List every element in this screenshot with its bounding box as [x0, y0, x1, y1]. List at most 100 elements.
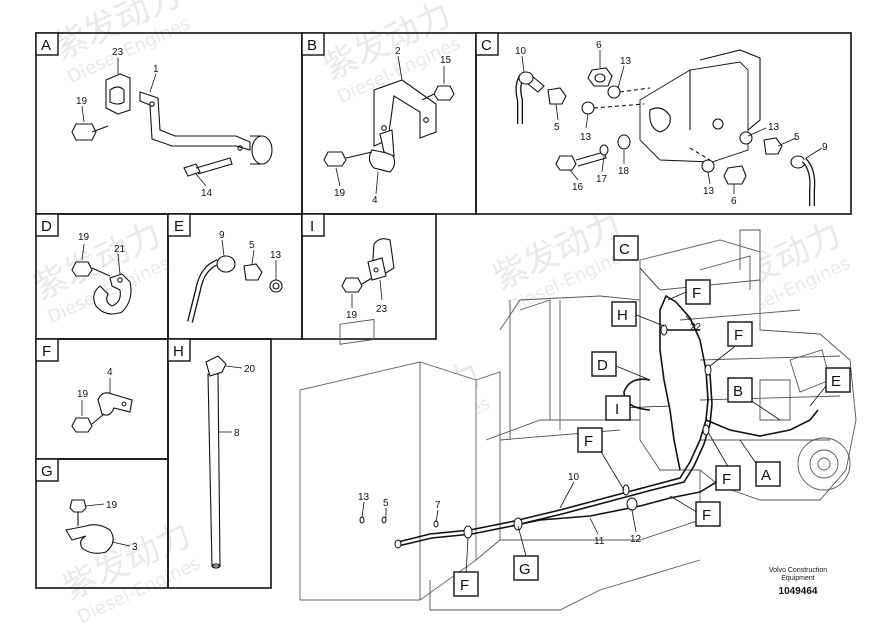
- svg-text:F: F: [692, 285, 701, 302]
- callout-2: 2: [395, 46, 401, 57]
- callout-5: 5: [554, 122, 560, 133]
- overview-tag-d: D: [591, 351, 617, 377]
- engine-block: [639, 61, 749, 163]
- callout-13: 13: [620, 56, 632, 67]
- callout-8: 8: [234, 428, 240, 439]
- hydraulic-tank: [299, 361, 477, 601]
- callout-6: 6: [731, 196, 737, 207]
- panel-d-leaders: [81, 243, 121, 275]
- panel-g-drawing: [65, 499, 114, 554]
- panel-i-letter: I: [310, 218, 314, 235]
- callout-4: 4: [107, 367, 113, 378]
- panel-i-drawing: [341, 238, 395, 293]
- company-name-line1: Volvo Construction: [769, 567, 827, 574]
- overview-tag-f: F: [715, 465, 741, 491]
- svg-text:D: D: [597, 357, 608, 374]
- callout-11: 11: [594, 536, 605, 547]
- overview-callouts: 22 13 5 7 10 11 12: [358, 322, 702, 547]
- panel-i-callouts: 19 23: [346, 304, 388, 321]
- callout-17: 17: [596, 174, 608, 185]
- panel-g-leaders: [85, 503, 131, 547]
- panel-h-callouts: 20 8: [234, 364, 256, 439]
- panel-d-letter: D: [41, 218, 52, 235]
- callout-19: 19: [334, 188, 346, 199]
- fan-pulley: [797, 437, 851, 491]
- panel-h-leaders: [218, 365, 243, 433]
- bracket-part: [373, 79, 437, 147]
- callout-13: 13: [768, 122, 780, 133]
- panel-b-letter: B: [307, 37, 317, 54]
- panel-b-leaders: [335, 55, 445, 195]
- callout-12: 12: [630, 534, 642, 545]
- panel-g-frame: [35, 458, 169, 589]
- panel-a-leaders: [81, 58, 207, 187]
- svg-text:B: B: [733, 383, 743, 400]
- panel-f-letter: F: [42, 343, 51, 360]
- panel-d-callouts: 19 21: [78, 232, 126, 255]
- svg-text:A: A: [761, 467, 771, 484]
- callout-7: 7: [435, 500, 441, 511]
- panel-a-letter: A: [41, 37, 51, 54]
- harness-clamps: [359, 324, 712, 549]
- panel-g-callouts: 19 3: [106, 500, 138, 553]
- panel-c-callouts: 10 6 13 5 13 13 5 9 16 17 18 13 6: [515, 40, 828, 207]
- overview-tag-i: I: [605, 395, 631, 421]
- panel-h-letter: H: [173, 343, 184, 360]
- overview-tag-h: H: [611, 301, 637, 327]
- machine-overview: [299, 229, 857, 611]
- panel-h-drawing: [205, 355, 227, 569]
- callout-6: 6: [596, 40, 602, 51]
- bolt-hole: [237, 145, 243, 151]
- callout-13: 13: [270, 250, 282, 261]
- callout-13: 13: [703, 186, 715, 197]
- callout-16: 16: [572, 182, 584, 193]
- overview-tag-f: F: [695, 501, 721, 527]
- overview-tag-c: C: [613, 235, 639, 261]
- callout-22: 22: [690, 322, 702, 333]
- callout-5: 5: [383, 498, 389, 509]
- overview-tag-b: B: [727, 377, 753, 403]
- callout-19: 19: [77, 389, 89, 400]
- bolt-hole: [149, 101, 155, 107]
- panel-e-leaders: [221, 239, 277, 280]
- callout-13: 13: [358, 492, 370, 503]
- panel-e-callouts: 9 5 13: [219, 230, 282, 261]
- callout-19: 19: [106, 500, 118, 511]
- panel-d-drawing: [71, 261, 132, 315]
- company-name-line2: Equipment: [781, 575, 815, 582]
- footer: Volvo Construction Equipment 1049464: [769, 567, 827, 597]
- svg-text:C: C: [619, 241, 630, 258]
- panel-letter-tags: A B C D E I F H G: [35, 32, 499, 482]
- callout-10: 10: [568, 472, 580, 483]
- part-number: 1049464: [779, 586, 818, 597]
- overview-tag-f: F: [453, 571, 479, 597]
- overview-tag-f: F: [727, 321, 753, 347]
- panel-i-frame: [301, 213, 437, 340]
- callout-18: 18: [618, 166, 630, 177]
- panel-g-letter: G: [41, 463, 53, 480]
- svg-text:G: G: [519, 561, 531, 578]
- panel-f-drawing: [71, 392, 133, 433]
- callout-21: 21: [114, 244, 126, 255]
- callout-9: 9: [219, 230, 225, 241]
- overview-tags: C H F F D B E I: [453, 235, 851, 597]
- panel-b-callouts: 2 15 19 4: [334, 46, 452, 206]
- svg-text:H: H: [617, 307, 628, 324]
- panel-b-drawing: [323, 79, 455, 173]
- svg-text:F: F: [702, 507, 711, 524]
- callout-14: 14: [201, 188, 213, 199]
- callout-9: 9: [822, 142, 828, 153]
- callout-23: 23: [376, 304, 388, 315]
- callout-1: 1: [153, 64, 159, 75]
- callout-19: 19: [346, 310, 358, 321]
- callout-3: 3: [132, 542, 138, 553]
- panel-c-leaders: [521, 50, 823, 194]
- callout-20: 20: [244, 364, 256, 375]
- panel-frames: [35, 32, 852, 589]
- panel-i-leaders: [351, 279, 383, 308]
- overview-tag-g: G: [513, 555, 539, 581]
- callout-23: 23: [112, 47, 124, 58]
- bracket-part: [139, 91, 251, 151]
